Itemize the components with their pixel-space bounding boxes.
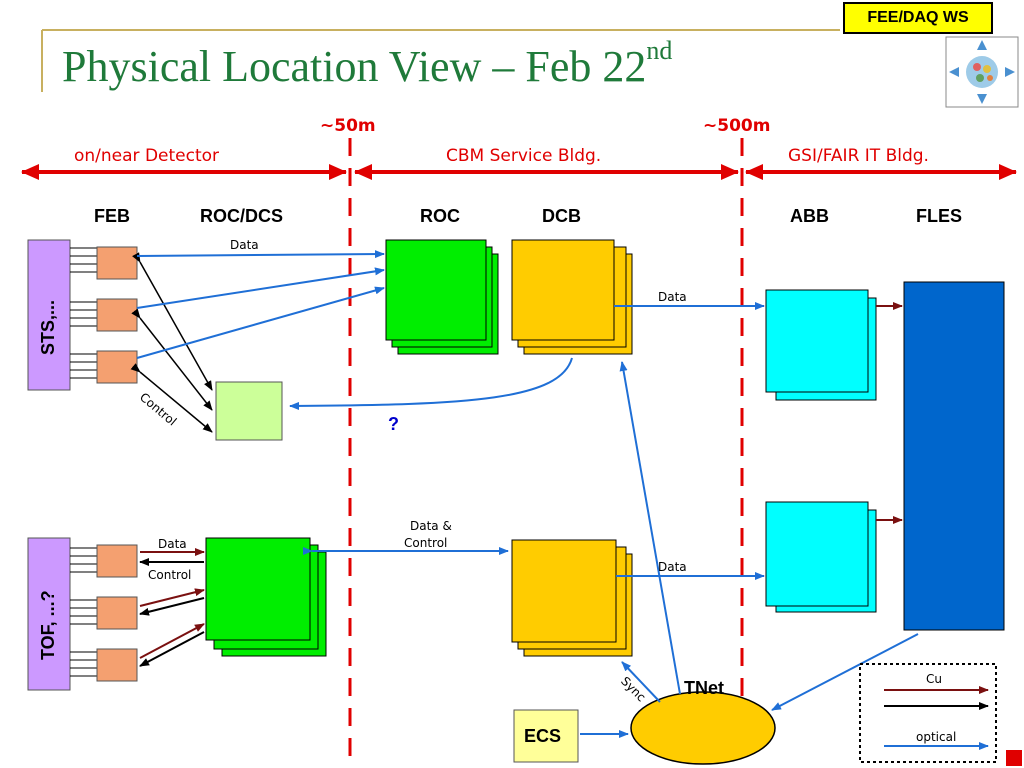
fles-box: [903, 281, 1005, 631]
sts-data-label: Data: [230, 238, 259, 252]
dcb-bottom-stack: [511, 539, 633, 657]
tof-group-label: TOF, ...?: [38, 590, 58, 660]
roc-dcs-bottom-stack: [205, 537, 327, 657]
question-mark-label: ?: [388, 414, 399, 434]
distance-500m-label: ~500m: [703, 116, 771, 136]
page-title: Physical Location View – Feb 22nd: [62, 36, 673, 91]
dcb-to-dcs-link: [289, 357, 573, 410]
column-rocdcs-label: ROC/DCS: [200, 206, 284, 226]
tnet-ellipse: [630, 691, 776, 765]
sts-feb-connectors: [70, 247, 97, 379]
column-abb-label: ABB: [790, 206, 829, 226]
sts-group-box: [27, 239, 71, 391]
data-control-label-line2: Control: [404, 536, 448, 550]
tof-control-label: Control: [148, 568, 192, 582]
tnet-to-dcb-top-link: [619, 361, 681, 695]
feb-tof-3: [96, 648, 138, 682]
ecs-label: ECS: [524, 726, 562, 746]
column-fles-label: FLES: [916, 206, 963, 226]
abb-top-stack: [765, 289, 877, 401]
feb-sts-2: [96, 298, 138, 332]
legend: [859, 663, 997, 763]
abb-to-fles-links: [876, 302, 903, 524]
feb-sts-1: [96, 246, 138, 280]
distance-50m-label: ~50m: [320, 116, 376, 136]
tnet-sync-link: [621, 661, 661, 703]
tof-group-box: [27, 537, 71, 691]
tof-data-label: Data: [158, 537, 187, 551]
dcb-bottom-data-label: Data: [658, 560, 687, 574]
feb-tof-1: [96, 544, 138, 578]
dcb-top-data-label: Data: [658, 290, 687, 304]
legend-optical-label: optical: [916, 730, 957, 744]
workshop-logo-icon: [945, 36, 1019, 108]
sts-data-links: [136, 250, 385, 359]
dcs-box: [215, 381, 283, 441]
column-roc-label: ROC: [420, 206, 460, 226]
slide-corner-mark: [1006, 750, 1022, 766]
data-control-label-line1: Data &: [410, 519, 452, 533]
dcb-top-stack: [511, 239, 633, 355]
workshop-badge: FEE/DAQ WS: [843, 2, 993, 34]
feb-tof-2: [96, 596, 138, 630]
zone-service-label: CBM Service Bldg.: [446, 146, 602, 166]
column-feb-label: FEB: [94, 206, 130, 226]
abb-bottom-stack: [765, 501, 877, 613]
fles-to-tnet-link: [771, 633, 919, 711]
legend-cu-label: Cu: [926, 672, 942, 686]
column-dcb-label: DCB: [542, 206, 581, 226]
feb-sts-3: [96, 350, 138, 384]
ecs-box: [513, 709, 579, 763]
tof-feb-connectors: [70, 547, 97, 677]
sts-control-links: [130, 252, 213, 433]
roc-top-stack: [385, 239, 499, 355]
zone-it-label: GSI/FAIR IT Bldg.: [788, 146, 929, 166]
tnet-label: TNet: [684, 678, 724, 698]
sts-group-label: STS,...: [38, 299, 58, 355]
zone-detector-label: on/near Detector: [74, 146, 220, 166]
tof-feb-links: [139, 548, 205, 667]
